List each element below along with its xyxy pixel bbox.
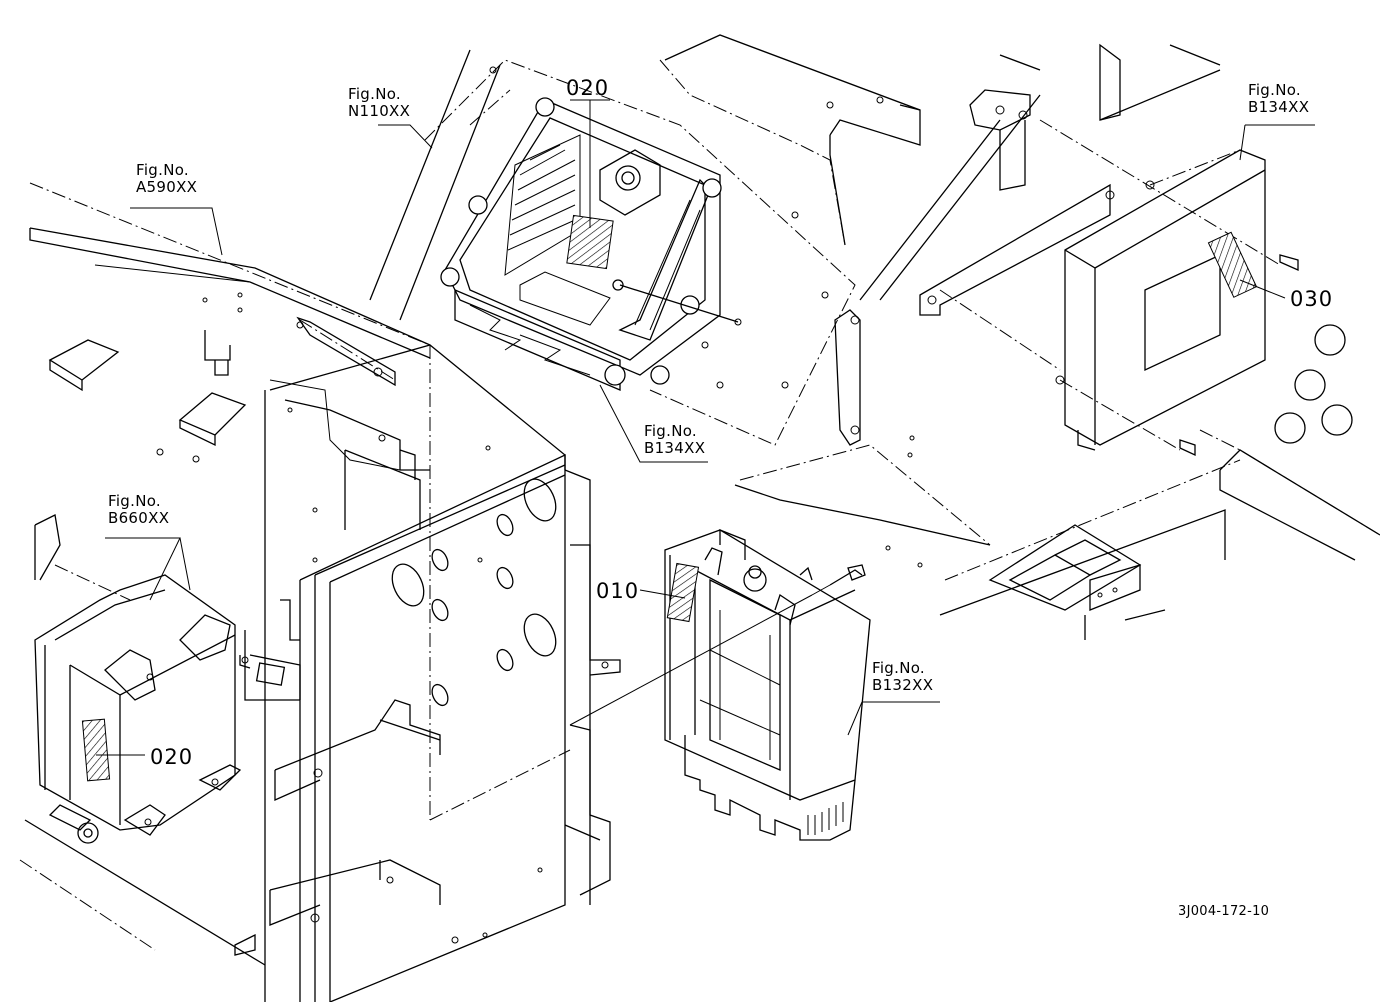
fig-label-a590: Fig.No. A590XX <box>136 162 197 196</box>
callout-030: 030 <box>1290 287 1334 311</box>
fig-label-b132: Fig.No. B132XX <box>872 660 933 694</box>
upper-right-frame <box>659 34 1221 446</box>
fig-label-n110: Fig.No. N110XX <box>348 86 410 120</box>
fig-label-b660: Fig.No. B660XX <box>108 493 169 527</box>
fig-label-b660-line1: Fig.No. <box>108 492 161 510</box>
leader-lines <box>96 99 1315 756</box>
fig-label-b132-line2: B132XX <box>872 676 934 694</box>
fig-label-b134-right: Fig.No. B134XX <box>1248 82 1309 116</box>
ecu-left <box>19 514 266 966</box>
fig-label-a590-line2: A590XX <box>136 178 198 196</box>
fig-label-b134-right-line1: Fig.No. <box>1248 81 1301 99</box>
ecu-right <box>939 119 1353 457</box>
lower-brackets <box>234 630 441 956</box>
callout-020-left: 020 <box>150 745 194 769</box>
callout-020-top: 020 <box>566 76 610 100</box>
fig-label-n110-line1: Fig.No. <box>348 85 401 103</box>
fig-label-a590-line1: Fig.No. <box>136 161 189 179</box>
fig-label-b132-line1: Fig.No. <box>872 659 925 677</box>
panel-n110 <box>369 49 856 446</box>
fig-label-b134-center-line1: Fig.No. <box>644 422 697 440</box>
center-plate <box>264 344 621 1003</box>
fig-label-b660-line2: B660XX <box>108 509 170 527</box>
fig-label-n110-line2: N110XX <box>348 102 411 120</box>
fig-label-b134-center: Fig.No. B134XX <box>644 423 705 457</box>
small-plates <box>48 339 247 463</box>
right-floor <box>734 429 1380 640</box>
callout-010: 010 <box>596 579 640 603</box>
fig-label-b134-right-line2: B134XX <box>1248 98 1310 116</box>
frame-a590 <box>29 182 431 387</box>
drawing-code: 3J004-172-10 <box>1178 904 1270 919</box>
ecu-center <box>569 529 871 841</box>
fig-label-b134-center-line2: B134XX <box>644 439 706 457</box>
ecu-top <box>440 97 742 391</box>
